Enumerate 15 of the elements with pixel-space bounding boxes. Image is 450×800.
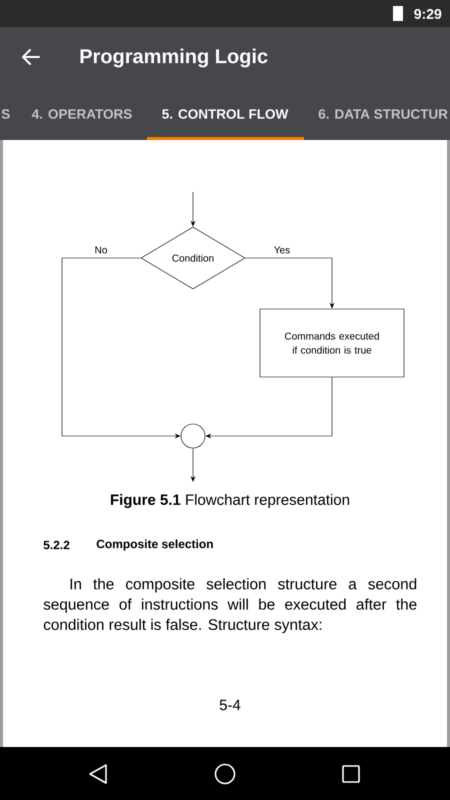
tab-label: 4. OPERATORS <box>32 109 132 119</box>
connector-circle <box>180 424 206 448</box>
paragraph: In the composite selection structure a second sequence of instructions will be executed after the condition result is false. Structure syntax: <box>44 578 416 634</box>
clock-text: 9:29 <box>414 9 442 19</box>
edge-label: No <box>94 246 108 254</box>
page-number: 5-4 <box>220 700 240 710</box>
section-heading: Composite selection <box>96 539 213 551</box>
tab-label: 5. CONTROL FLOW <box>162 109 288 119</box>
tab-label: 6. DATA STRUCTUR <box>318 109 448 119</box>
tab-label: S <box>2 109 10 119</box>
edge-label: Yes <box>272 246 292 254</box>
section-number: 5.2.2 <box>44 540 70 550</box>
figure-caption: Figure 5.1 Flowchart representation <box>110 494 350 508</box>
app-title: Programming Logic <box>80 48 268 68</box>
process-box: Commands executed if condition is true <box>260 308 404 378</box>
